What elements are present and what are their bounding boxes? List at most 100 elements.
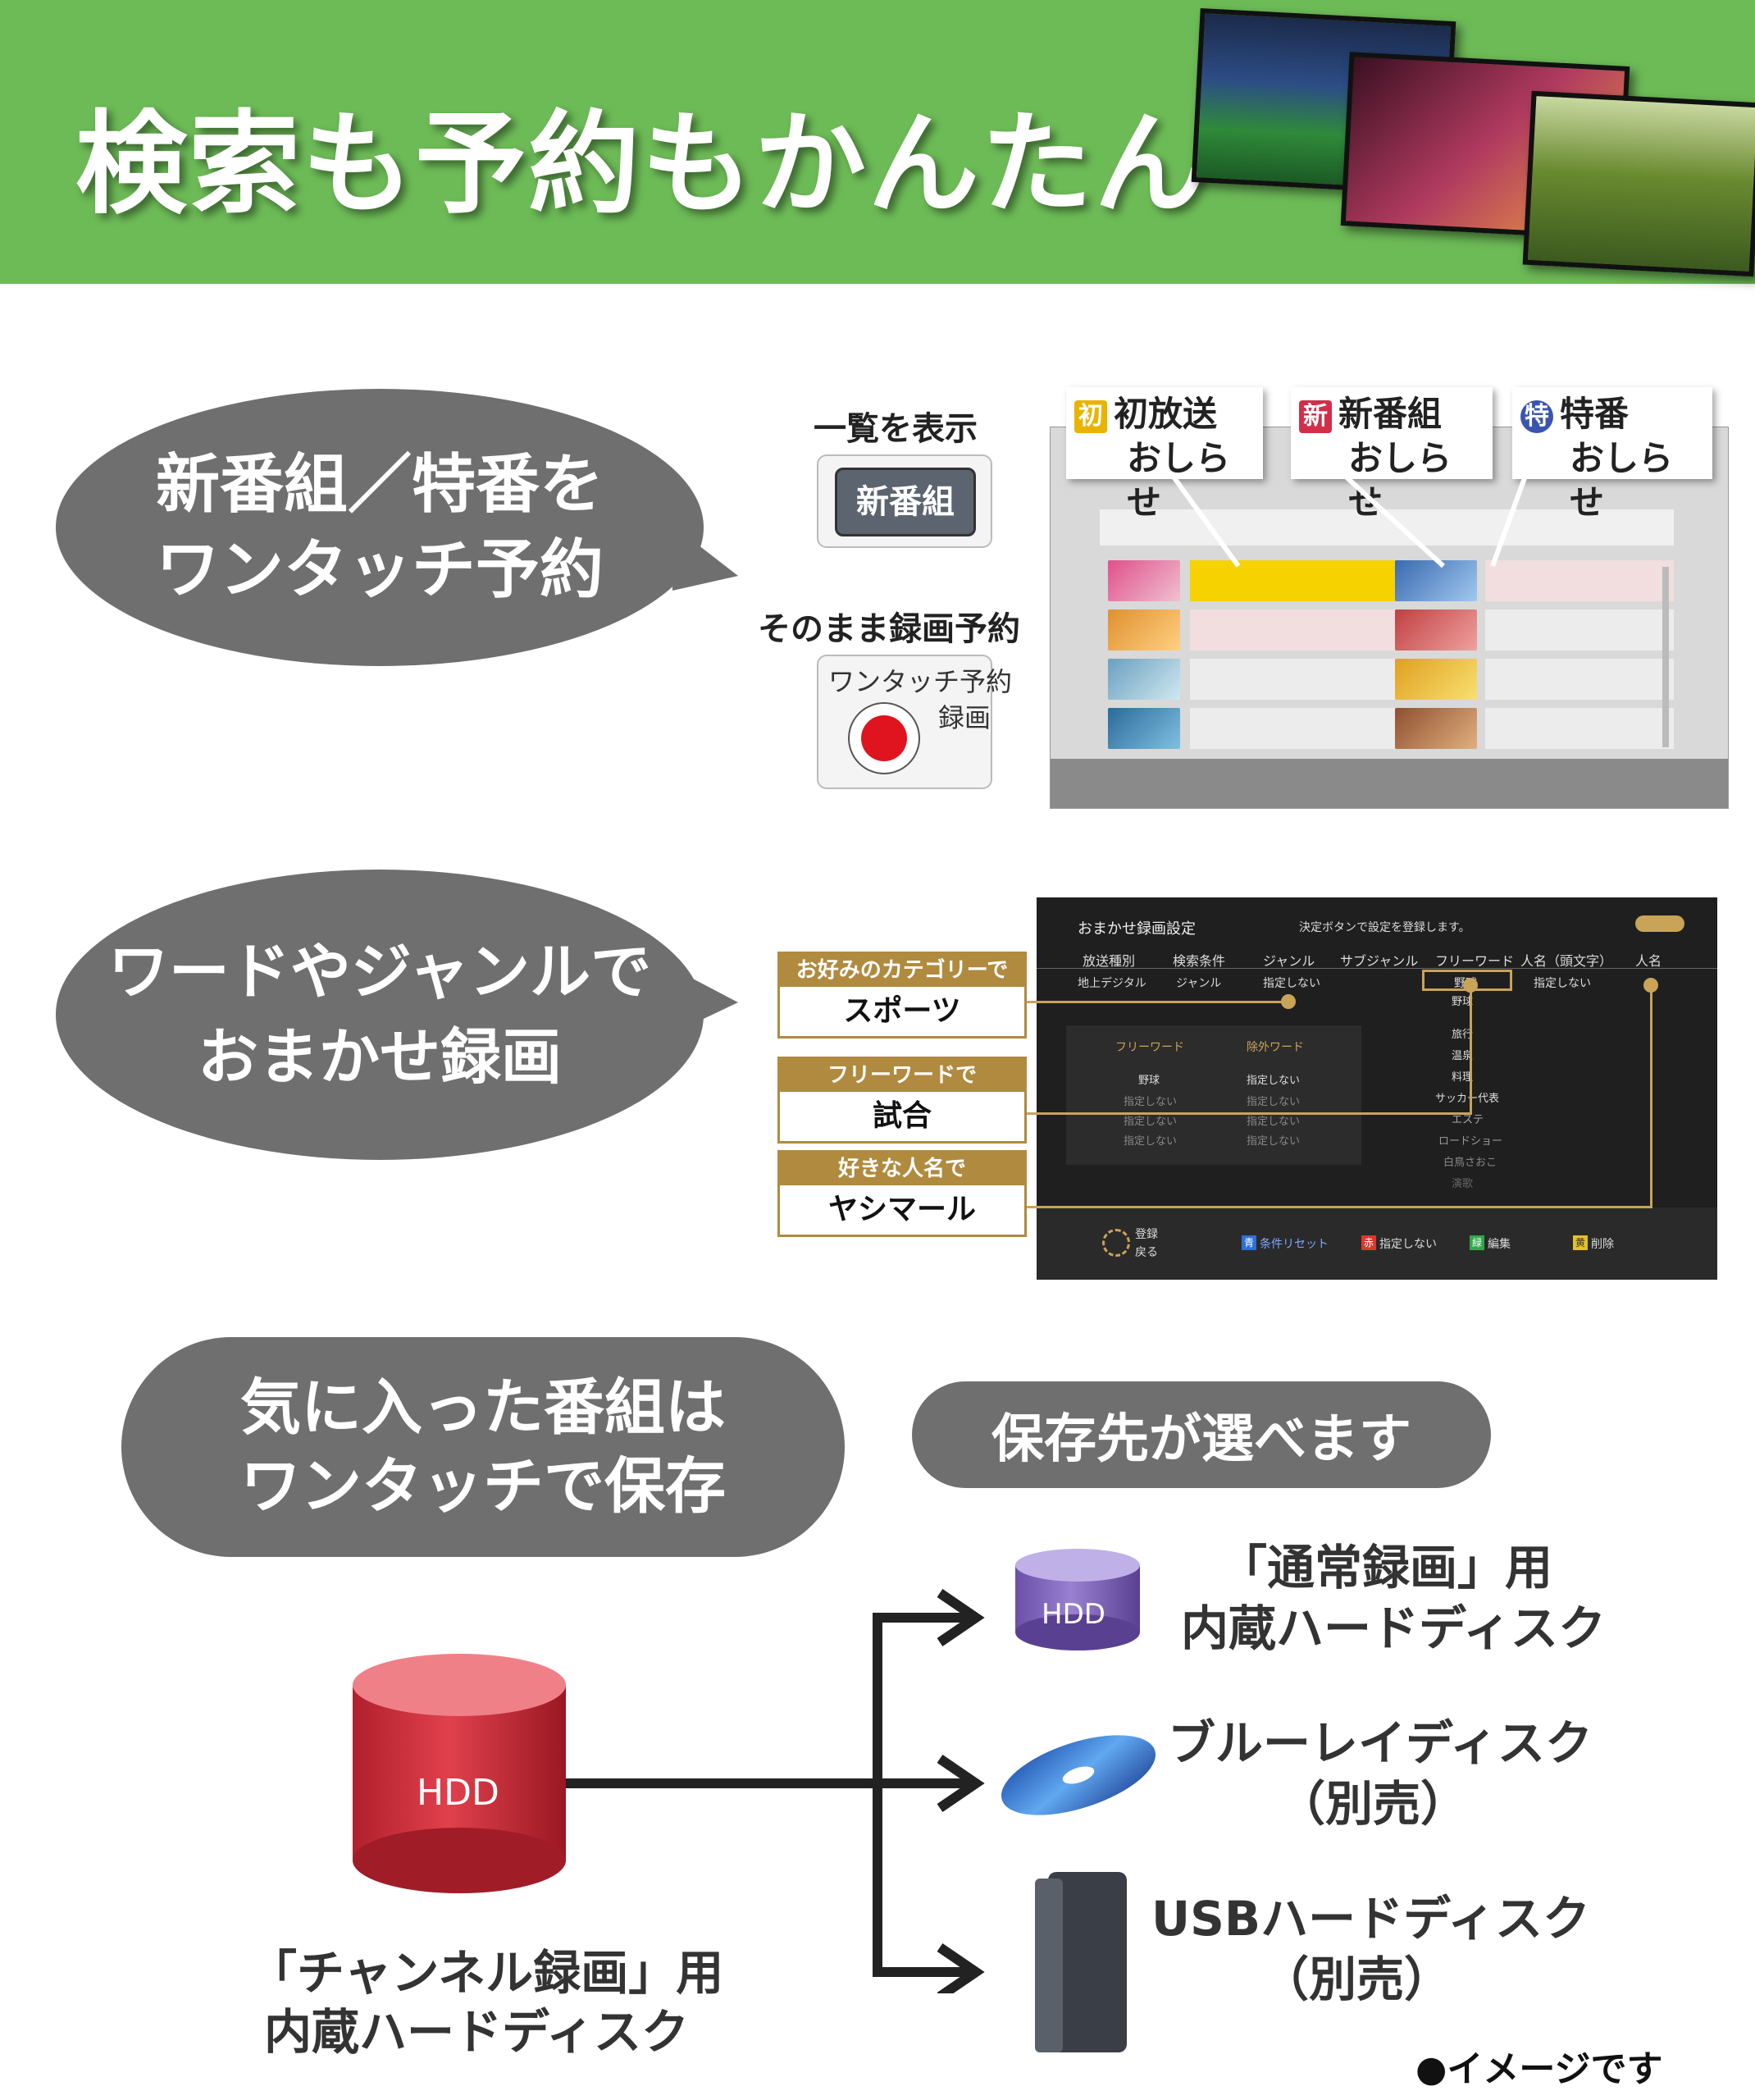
dropdown-item[interactable]: ロードショー bbox=[1438, 1135, 1503, 1148]
screen-title: おまかせ録画設定 bbox=[1078, 920, 1196, 938]
speech-bubble-auto-record: ワードやジャンルで おまかせ録画 bbox=[56, 870, 704, 1160]
column-header: サブジャンル bbox=[1340, 953, 1419, 969]
program-thumb bbox=[1395, 609, 1477, 651]
bubble-text-line1: 気に入った番組は bbox=[240, 1372, 726, 1443]
panel-cell[interactable]: 指定しない bbox=[1124, 1096, 1178, 1108]
label-box-value: ヤシマール bbox=[827, 1193, 976, 1226]
callout-text: 新番組 bbox=[1338, 394, 1443, 434]
connector-dot bbox=[1643, 978, 1658, 993]
column-header: 人名（頭文字） bbox=[1520, 953, 1613, 969]
connector-line-free-word-vertical bbox=[1470, 984, 1472, 1115]
panel-cell[interactable]: 指定しない bbox=[1247, 1116, 1301, 1128]
connector-dot bbox=[1281, 994, 1296, 1009]
new-program-button[interactable]: 新番組 bbox=[835, 468, 976, 536]
bubble-text-line2: ワンタッチで保存 bbox=[240, 1451, 726, 1522]
record-button-label-line1: ワンタッチ予約 bbox=[828, 666, 1013, 697]
footer-reset[interactable]: 条件リセット bbox=[1260, 1238, 1329, 1251]
row-value[interactable]: 地上デジタル bbox=[1078, 977, 1146, 990]
panel-header: フリーワード bbox=[1115, 1041, 1184, 1054]
destination-bluray: ブルーレイディスク （別売） bbox=[1168, 1713, 1593, 1834]
connector-line-person-vertical bbox=[1650, 984, 1652, 1208]
connector-line-free-word bbox=[1020, 1112, 1471, 1115]
bubble-text-line1: ワードやジャンルで bbox=[107, 937, 652, 1007]
one-touch-record-button-photo: ワンタッチ予約 録画 bbox=[817, 655, 1012, 789]
dropdown-item[interactable]: 演歌 bbox=[1452, 1178, 1474, 1190]
usb-hdd-icon bbox=[1035, 1872, 1127, 2052]
callout-pointers bbox=[1170, 476, 1528, 568]
program-row[interactable] bbox=[1190, 609, 1403, 651]
program-row[interactable] bbox=[1485, 609, 1674, 651]
label-box-free-word: フリーワードで 試合 bbox=[777, 1057, 1027, 1144]
label-box-heading: フリーワードで bbox=[780, 1059, 1024, 1092]
destination-bubble-text: 保存先が選べます bbox=[991, 1409, 1411, 1470]
destination-internal-hdd: 「通常録画」用 内蔵ハードディスク bbox=[1181, 1537, 1606, 1659]
program-row[interactable] bbox=[1190, 659, 1403, 700]
red-key-icon: 赤 bbox=[1361, 1235, 1376, 1250]
destination-text-line2: （別売） bbox=[1277, 1776, 1468, 1832]
callout-text: おしらせ bbox=[1348, 438, 1452, 523]
callout-text: 初放送 bbox=[1114, 394, 1218, 434]
new-program-icon: 新 bbox=[1299, 399, 1332, 433]
speech-bubble-tail bbox=[672, 525, 738, 591]
tv-image-landscape bbox=[1522, 90, 1755, 277]
speech-bubble-one-touch-save: 気に入った番組は ワンタッチで保存 bbox=[121, 1337, 845, 1557]
label-box-person: 好きな人名で ヤシマール bbox=[777, 1150, 1027, 1237]
panel-cell[interactable]: 指定しない bbox=[1247, 1135, 1301, 1148]
program-row[interactable] bbox=[1485, 708, 1674, 749]
destination-usb-hdd: USBハードディスク （別売） bbox=[1151, 1888, 1591, 2010]
source-hdd-label: HDD bbox=[417, 1772, 499, 1814]
record-button[interactable] bbox=[848, 702, 920, 774]
label-box-value: 試合 bbox=[872, 1099, 932, 1133]
dropdown-item[interactable]: 料理 bbox=[1452, 1071, 1474, 1084]
panel-cell[interactable]: 指定しない bbox=[1247, 1096, 1301, 1108]
footer-delete[interactable]: 削除 bbox=[1591, 1238, 1614, 1251]
normal-record-hdd-icon bbox=[1015, 1549, 1140, 1650]
source-caption-line2: 内蔵ハードディスク bbox=[264, 2004, 689, 2060]
panel-cell[interactable]: 指定しない bbox=[1124, 1135, 1178, 1148]
panel-cell[interactable]: 野球 bbox=[1138, 1075, 1160, 1087]
column-header: 放送種別 bbox=[1083, 953, 1136, 969]
image-note: ●イメージです bbox=[1415, 2048, 1663, 2090]
footer-edit[interactable]: 編集 bbox=[1488, 1238, 1511, 1251]
callout-first-broadcast: 初初放送 おしらせ bbox=[1066, 387, 1263, 523]
dropdown-item[interactable]: 旅行 bbox=[1452, 1029, 1474, 1041]
bluray-disc-icon bbox=[1001, 1735, 1156, 1815]
destination-text-line1: USBハードディスク bbox=[1151, 1891, 1591, 1947]
footer-none[interactable]: 指定しない bbox=[1379, 1238, 1437, 1251]
column-header-row: 放送種別 検索条件 ジャンル サブジャンル フリーワード 人名（頭文字） 人名 bbox=[1037, 947, 1717, 969]
program-thumb bbox=[1395, 708, 1477, 749]
scrollbar[interactable] bbox=[1662, 567, 1669, 747]
program-row[interactable] bbox=[1485, 560, 1674, 601]
source-caption-line1: 「チャンネル録画」用 bbox=[249, 1945, 724, 2001]
row-value[interactable]: 指定しない bbox=[1263, 977, 1320, 990]
connector-dot bbox=[1463, 978, 1478, 993]
dropdown-item[interactable]: 野球 bbox=[1452, 996, 1474, 1008]
program-row-highlight bbox=[1190, 560, 1403, 601]
program-thumb bbox=[1395, 560, 1477, 601]
speech-bubble-one-touch-reserve: 新番組／特番を ワンタッチ予約 bbox=[56, 389, 704, 666]
dropdown-item[interactable]: エステ bbox=[1452, 1114, 1484, 1126]
destination-text-line1: 「通常録画」用 bbox=[1219, 1540, 1552, 1596]
dropdown-item[interactable]: 温泉 bbox=[1452, 1050, 1474, 1062]
label-box-value: スポーツ bbox=[843, 994, 961, 1028]
bubble-text-line2: ワンタッチ予約 bbox=[155, 533, 604, 607]
dropdown-item[interactable]: サッカー代表 bbox=[1435, 1093, 1500, 1105]
dropdown-item[interactable]: 白鳥さおこ bbox=[1443, 1157, 1497, 1169]
speech-bubble-tail bbox=[672, 968, 738, 1034]
program-thumb bbox=[1108, 708, 1180, 749]
destination-arrows bbox=[566, 1589, 985, 1993]
connector-line-person bbox=[1020, 1206, 1652, 1208]
panel-cell[interactable]: 指定しない bbox=[1124, 1116, 1178, 1128]
row-value[interactable]: 指定しない bbox=[1534, 977, 1591, 990]
record-label: そのまま録画予約 bbox=[758, 610, 1020, 648]
footer-back[interactable]: 戻る bbox=[1135, 1246, 1158, 1259]
program-row[interactable] bbox=[1485, 659, 1674, 700]
green-key-icon: 緑 bbox=[1470, 1235, 1484, 1250]
program-row[interactable] bbox=[1190, 708, 1403, 749]
footer-register[interactable]: 登録 bbox=[1135, 1228, 1158, 1241]
callout-text: 特番 bbox=[1560, 394, 1630, 434]
record-button-label-line2: 録画 bbox=[938, 702, 991, 733]
panel-cell[interactable]: 指定しない bbox=[1247, 1075, 1301, 1087]
panel-header: 除外ワード bbox=[1247, 1041, 1304, 1054]
row-value[interactable]: ジャンル bbox=[1176, 977, 1222, 990]
